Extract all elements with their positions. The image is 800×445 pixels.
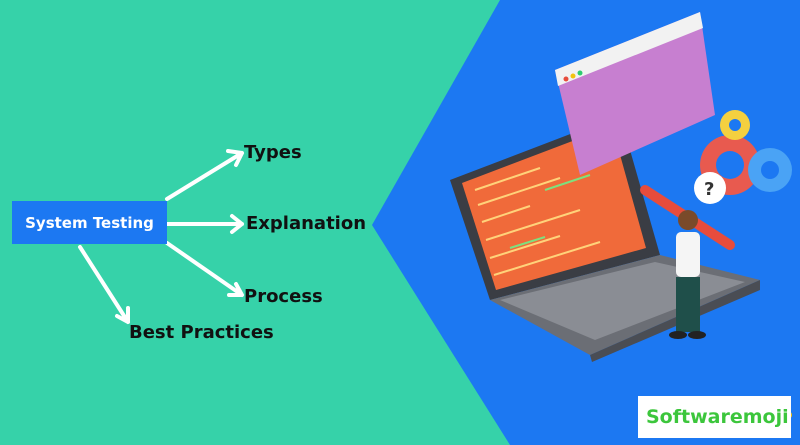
- binary-window-illustration: [555, 12, 715, 175]
- svg-text:?: ?: [704, 179, 714, 200]
- branch-best-practices: Best Practices: [129, 322, 274, 343]
- gears-illustration: ?: [694, 110, 792, 204]
- logo-text: Softwaremoji: [646, 406, 789, 428]
- center-node-label: System Testing: [25, 213, 154, 232]
- branch-types: Types: [244, 142, 302, 163]
- branch-process: Process: [244, 286, 323, 307]
- center-node-system-testing: System Testing: [12, 201, 167, 244]
- branch-explanation: Explanation: [246, 213, 367, 234]
- person-illustration: [640, 185, 735, 339]
- diagram-arrows: [78, 149, 244, 324]
- softwaremoji-logo: Softwaremoji: [638, 396, 791, 438]
